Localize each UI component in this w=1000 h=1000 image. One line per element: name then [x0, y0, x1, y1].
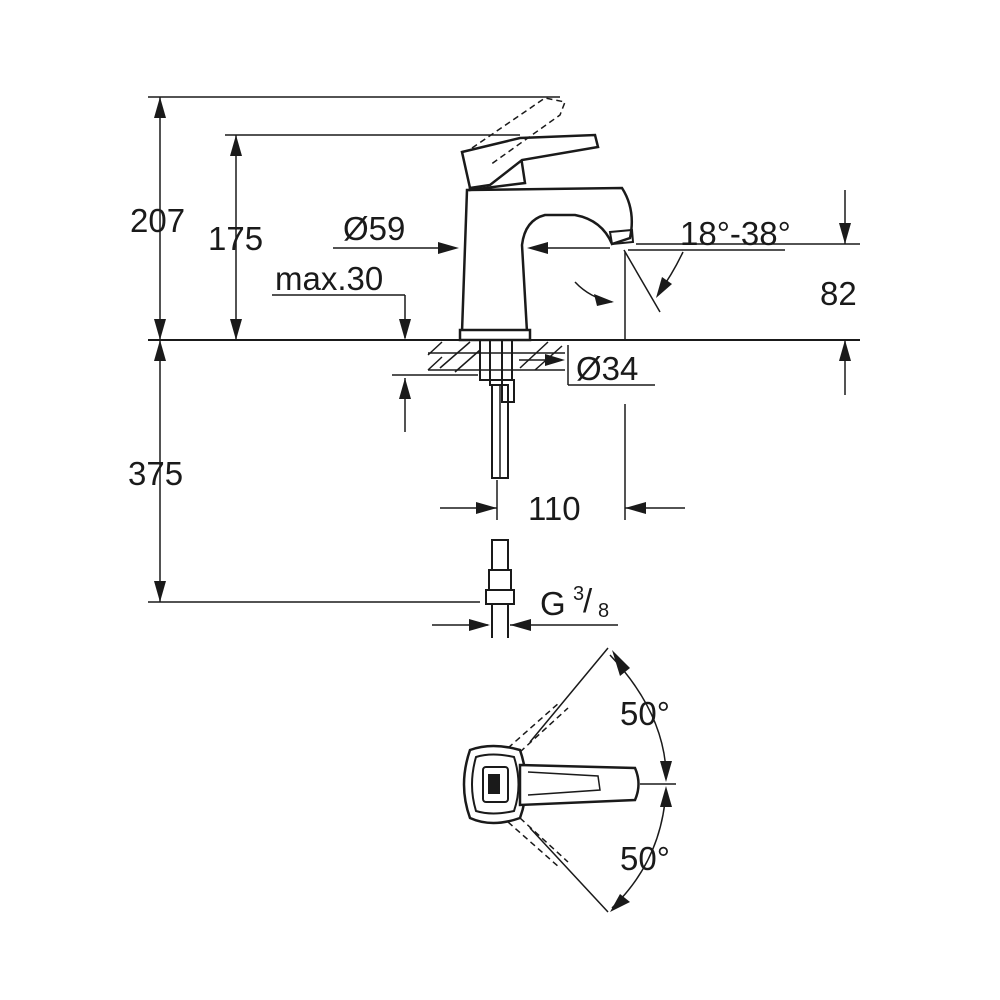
dimension-diameter-59: Ø59 [333, 210, 610, 254]
mounting-shank [479, 339, 513, 381]
label-82: 82 [820, 275, 857, 312]
label-angle-up: 50° [620, 695, 670, 732]
dimension-110: 110 [440, 252, 685, 527]
hose-connector [488, 569, 512, 591]
label-max-30: max.30 [275, 260, 383, 297]
hose-nut [485, 589, 515, 605]
label-110: 110 [528, 490, 581, 527]
lever-rotate-up [519, 707, 569, 753]
dimension-angle-18-38: 18°-38° [574, 215, 791, 313]
cartridge-mark [488, 774, 500, 794]
label-207: 207 [130, 202, 185, 239]
label-375: 375 [128, 455, 183, 492]
dimension-175: 175 [208, 134, 520, 340]
dimension-207: 207 [130, 96, 560, 340]
faucet-base [458, 328, 532, 342]
label-angle-18-38: 18°-38° [680, 215, 791, 252]
faucet-side-view [148, 97, 860, 638]
aerator [608, 228, 635, 246]
countertop-hatch [427, 341, 565, 373]
label-diameter-34: Ø34 [576, 350, 638, 387]
lever-handle [460, 133, 600, 190]
dimension-375: 375 [128, 340, 480, 603]
dimension-thread: G 3 / 8 [432, 582, 618, 631]
label-thread-num: 3 [573, 583, 584, 605]
dimension-diameter-34: Ø34 [519, 345, 655, 387]
faucet-top-view: 50° 50° [462, 647, 676, 913]
label-angle-down: 50° [620, 840, 670, 877]
lever-open-position [471, 97, 567, 166]
label-thread-den: 8 [598, 600, 609, 622]
dimension-max-30: max.30 [272, 260, 478, 432]
lever-top [518, 763, 640, 807]
label-diameter-59: Ø59 [343, 210, 405, 247]
label-175: 175 [208, 220, 263, 257]
cartridge-top [482, 766, 509, 803]
mounting-stud [489, 339, 503, 386]
dimension-82: 82 [636, 190, 860, 395]
label-thread: G [540, 585, 566, 622]
lever-rotate-down [519, 817, 569, 863]
supply-hose-end [491, 539, 509, 571]
thread-slash: / [583, 582, 593, 619]
faucet-body [460, 186, 633, 334]
